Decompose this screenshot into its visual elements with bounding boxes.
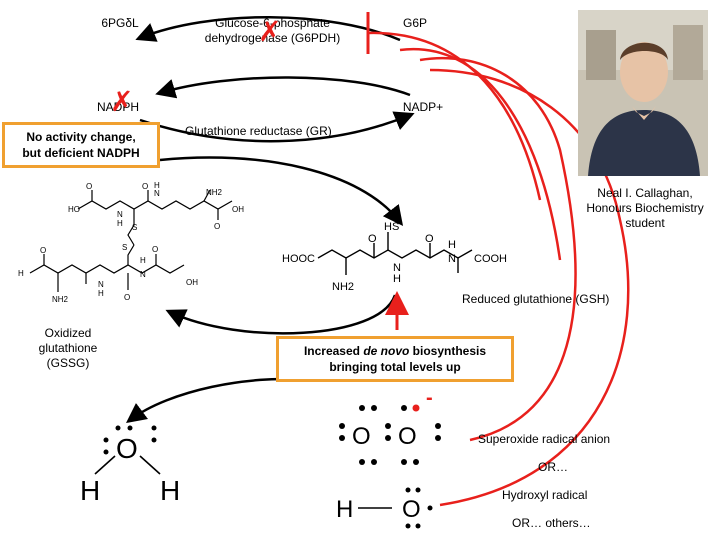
- person-caption: Neal I. Callaghan, Honours Biochemistry …: [578, 186, 712, 231]
- label-gssg: Oxidized glutathione (GSSG): [38, 326, 98, 370]
- arrow-gsh-to-gssg: [165, 294, 397, 335]
- label-superoxide: Superoxide radical anion: [478, 432, 611, 446]
- portrait-photo: [578, 10, 708, 176]
- biosynthesis-suffix: biosynthesis bringing total levels up: [329, 344, 487, 374]
- label-glutathione-reductase: Glutathione reductase (GR): [185, 124, 332, 138]
- gssg-h-1: H: [117, 219, 123, 228]
- gssg-oh-bottom: OH: [186, 278, 198, 287]
- label-nadp-plus: NADP+: [402, 100, 444, 114]
- water-o: O: [116, 433, 138, 464]
- superoxide-o-2: O: [398, 423, 417, 450]
- gssg-h-left: H: [18, 269, 24, 278]
- biosynthesis-prefix: Increased: [303, 344, 364, 358]
- arrow-gssg-to-gsh: [159, 156, 404, 226]
- hydroxyl-h: H: [336, 496, 353, 523]
- gssg-n-2: N: [154, 189, 160, 198]
- inhibit-x-g6pdh: ✗: [258, 15, 282, 48]
- callout-deficiency: No activity change, but deficient NADPH: [2, 122, 160, 168]
- gssg-h-2: H: [154, 181, 160, 190]
- gssg-n-3: N: [98, 280, 104, 289]
- hydroxyl-o: O: [402, 496, 421, 523]
- gssg-n-1: N: [117, 210, 123, 219]
- arrow-nadph-to-nadp: [139, 111, 415, 143]
- gssg-s-2: S: [122, 243, 127, 252]
- label-or-others: OR… others…: [512, 516, 591, 530]
- superoxide-o-1: O: [352, 423, 371, 450]
- gsh-h-2: H: [448, 239, 456, 251]
- red-curve-superoxide: [419, 56, 577, 442]
- person-name: Neal I. Callaghan,: [597, 186, 693, 200]
- gssg-nh2-bottom: NH2: [52, 295, 69, 304]
- red-curve-g6p: [399, 47, 562, 261]
- red-inhibit-line-top: [367, 31, 542, 201]
- water-h-left: H: [80, 475, 100, 506]
- superoxide-charge: -: [426, 387, 433, 409]
- gsh-hooc: HOOC: [282, 253, 315, 265]
- gssg-n-4: N: [140, 270, 146, 279]
- label-or-1: OR…: [538, 460, 568, 474]
- gssg-h-4: H: [140, 256, 146, 265]
- callout-biosynthesis: Increased de novo biosynthesis bringing …: [276, 336, 514, 382]
- gsh-o-1: O: [368, 233, 377, 245]
- gsh-hs: HS: [384, 221, 399, 233]
- gsh-n-2: N: [448, 253, 456, 265]
- label-g6p: G6P: [402, 16, 427, 30]
- gssg-ho-top: HO: [68, 205, 80, 214]
- gssg-o-2: O: [142, 182, 148, 191]
- red-curve-hydroxyl: [429, 68, 630, 507]
- gssg-h-3: H: [98, 289, 104, 298]
- gssg-o-3: O: [214, 222, 220, 231]
- gssg-o-5: O: [124, 293, 130, 302]
- gssg-s-1: S: [132, 223, 137, 232]
- gssg-nh2-top: NH2: [206, 188, 223, 197]
- arrow-g6p-to-6pgdl: [135, 16, 401, 42]
- gsh-o-2: O: [425, 233, 434, 245]
- label-gsh: Reduced glutathione (GSH): [462, 292, 610, 306]
- gssg-oh-top: OH: [232, 205, 244, 214]
- gsh-n-1: N: [393, 262, 401, 274]
- gsh-nh2: NH2: [332, 281, 354, 293]
- gssg-o-6: O: [152, 245, 158, 254]
- arrow-nadp-to-nadph: [155, 76, 411, 99]
- label-6pgdl: 6PGδL: [101, 16, 139, 30]
- gssg-o-4: O: [40, 246, 46, 255]
- inhibit-x-nadph: ✗: [110, 85, 134, 118]
- person-title: Honours Biochemistry: [586, 201, 704, 215]
- person-role: student: [625, 216, 665, 230]
- water-h-right: H: [160, 475, 180, 506]
- label-nadph: NADPH: [96, 100, 139, 114]
- gsh-h-1: H: [393, 273, 401, 285]
- biosynthesis-italic: de novo: [363, 344, 410, 358]
- label-hydroxyl: Hydroxyl radical: [502, 488, 588, 502]
- label-g6pdh: Glucose-6-phosphate dehydrogenase (G6PDH…: [204, 16, 341, 45]
- gsh-cooh: COOH: [474, 253, 507, 265]
- gssg-o-1: O: [86, 182, 92, 191]
